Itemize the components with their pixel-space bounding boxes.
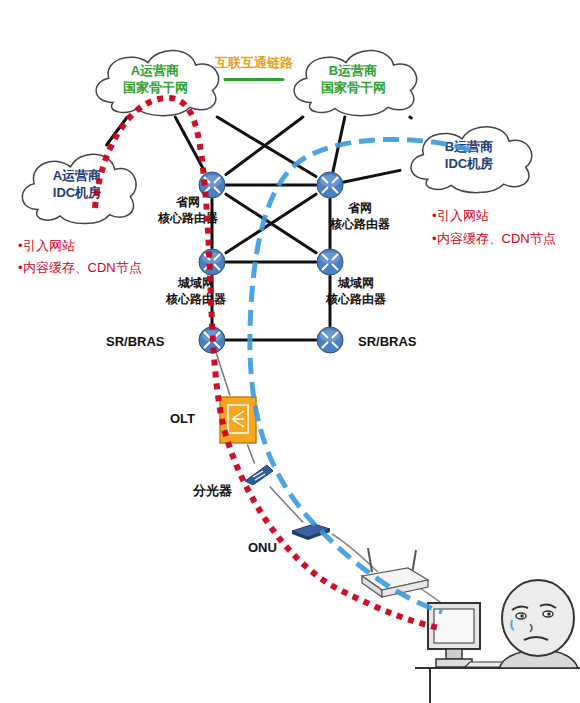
cloud-text-holder: B运营商 IDC机房 <box>400 118 538 194</box>
onu-node: ONU <box>290 522 332 540</box>
olt-node: OLT <box>218 395 258 445</box>
device-name: 分光器 <box>193 483 232 500</box>
network-link <box>217 354 230 395</box>
network-link <box>226 117 303 175</box>
network-link <box>410 117 412 118</box>
idc-cloud: A运营商 IDC机房 <box>12 145 142 225</box>
splitter-shape <box>243 463 275 487</box>
device-name: SR/BRAS <box>106 334 165 351</box>
router-node: 省网 核心路由器 <box>316 171 344 199</box>
bras-node: SR/BRAS <box>198 326 226 354</box>
router-shape <box>198 248 226 276</box>
network-link <box>217 117 316 177</box>
cloud-text-holder: A运营商 国家骨干网 <box>85 42 225 117</box>
device-name: 城域网 核心路由器 <box>166 276 226 307</box>
router-shape <box>198 171 226 199</box>
bras-node: SR/BRAS <box>316 326 344 354</box>
feature-note: •内容缓存、CDN节点 <box>18 259 142 277</box>
router-node: 城域网 核心路由器 <box>198 248 226 276</box>
router-shape <box>316 171 344 199</box>
device-name: OLT <box>170 411 195 428</box>
device-name: 省网 核心路由器 <box>158 195 218 226</box>
cloud-text-holder: A运营商 IDC机房 <box>12 145 142 225</box>
olt-shape <box>218 395 258 445</box>
device-name: ONU <box>248 540 277 557</box>
link-label: 互联互通链路 <box>215 54 293 72</box>
network-link <box>226 261 316 264</box>
idc-cloud: B运营商 IDC机房 <box>400 118 538 194</box>
wifi-router-icon <box>362 548 428 597</box>
splitter-node: 分光器 <box>243 463 275 487</box>
network-link <box>248 445 255 463</box>
a-route-path <box>95 98 440 628</box>
backbone-cloud: A运营商 国家骨干网 <box>85 42 225 117</box>
network-link <box>226 184 316 187</box>
network-link <box>333 117 345 171</box>
network-link <box>107 117 128 145</box>
onu-shape <box>290 522 332 540</box>
lan-wire <box>332 534 378 572</box>
cloud-name: B运营商 IDC机房 <box>445 139 493 173</box>
cloud-name: A运营商 国家骨干网 <box>123 63 188 97</box>
router-node: 省网 核心路由器 <box>198 171 226 199</box>
network-link <box>226 339 316 342</box>
network-link <box>270 487 303 522</box>
cloud-text-holder: B运营商 国家骨干网 <box>283 42 423 117</box>
network-link <box>226 194 316 253</box>
device-name: 省网 核心路由器 <box>330 201 390 232</box>
feature-note: •内容缓存、CDN节点 <box>432 230 556 248</box>
network-link <box>344 170 400 182</box>
feature-note: •引入网站 <box>18 237 75 255</box>
router-shape <box>316 326 344 354</box>
router-shape <box>316 248 344 276</box>
device-name: SR/BRAS <box>358 334 417 351</box>
backbone-cloud: B运营商 国家骨干网 <box>283 42 423 117</box>
cloud-name: B运营商 国家骨干网 <box>321 63 386 97</box>
interconnect-link <box>225 78 283 81</box>
user-at-computer <box>415 580 580 703</box>
router-node: 城域网 核心路由器 <box>316 248 344 276</box>
device-name: 城域网 核心路由器 <box>326 276 386 307</box>
cloud-name: A运营商 IDC机房 <box>53 168 101 202</box>
router-shape <box>198 326 226 354</box>
network-link <box>175 117 204 171</box>
b-route-path <box>250 139 470 612</box>
network-link <box>226 194 316 253</box>
feature-note: •引入网站 <box>432 207 489 225</box>
